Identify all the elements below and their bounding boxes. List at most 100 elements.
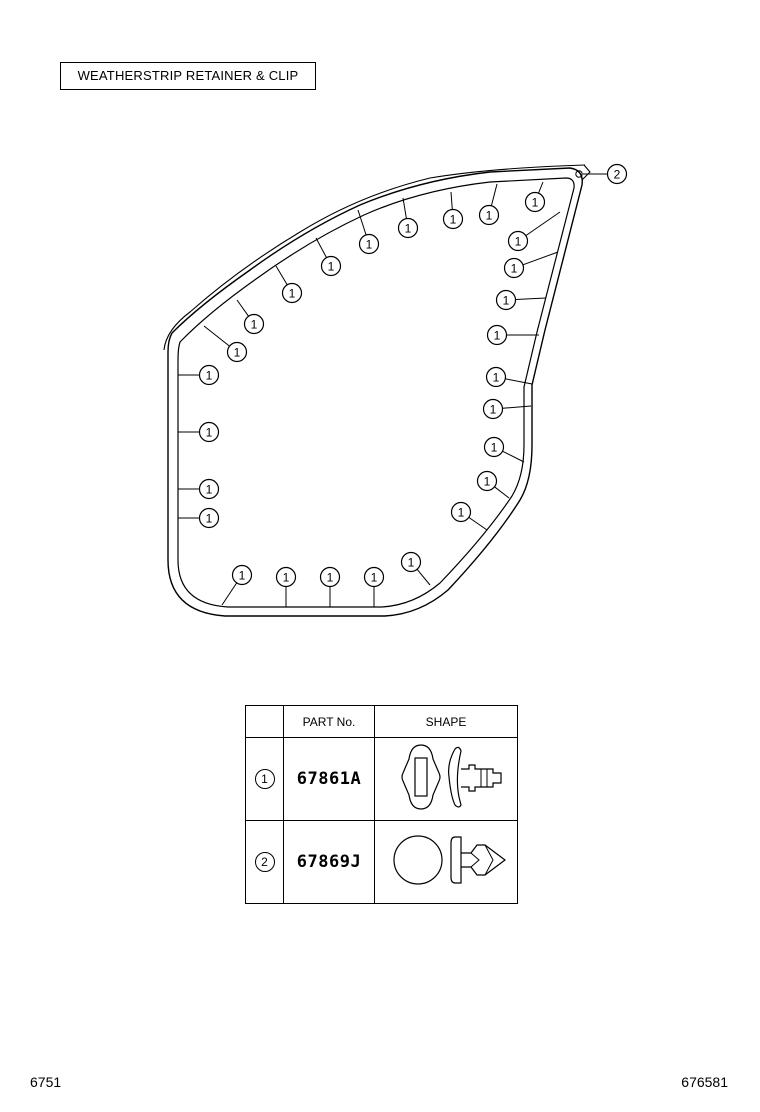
callout-circle (198, 507, 220, 529)
callout-number: 1 (490, 403, 497, 417)
callout-number: 1 (532, 196, 539, 210)
clip-leader-line (203, 325, 230, 347)
callout-number: 1 (405, 222, 412, 236)
callout-number: 1 (493, 371, 500, 385)
clip-callout: 1 (198, 478, 220, 500)
clip-callout: 1 (243, 313, 265, 335)
clip-leader-line (502, 405, 532, 409)
callout-number: 1 (503, 294, 510, 308)
clip-callout: 1 (198, 507, 220, 529)
callout-circle (606, 163, 628, 185)
callout-circle (275, 566, 297, 588)
part-number: 67869J (296, 852, 362, 872)
callout-circle (450, 501, 472, 523)
clip-callout: 1 (226, 341, 248, 363)
callout-circle (319, 566, 341, 588)
row-ref-cell: 1 (245, 737, 284, 821)
callout-circle (198, 478, 220, 500)
clip-callout: 1 (482, 398, 504, 420)
callout-number: 1 (491, 441, 498, 455)
clip-callout: 1 (450, 501, 472, 523)
callout-circle (320, 255, 342, 277)
clip-leader-line (468, 516, 488, 531)
clip-callout: 1 (358, 233, 380, 255)
clip-callout: 1 (503, 257, 525, 279)
callout-circle (198, 421, 220, 443)
footer-left-code: 6751 (30, 1074, 62, 1090)
callout-number: 1 (206, 483, 213, 497)
clip-leader-line (505, 378, 533, 385)
shape-cell (374, 737, 518, 821)
clip-callout: 1 (478, 204, 500, 226)
callout-number: 2 (614, 168, 621, 182)
callout-number: 1 (251, 318, 258, 332)
callout-circle (281, 282, 303, 304)
callout-circle (507, 230, 529, 252)
shape-cell (374, 820, 518, 904)
callout-circle (243, 313, 265, 335)
clip-leader-line (236, 299, 249, 317)
clip-leader-line (315, 237, 327, 258)
clip-callout: 1 (319, 566, 341, 588)
callout-number: 1 (206, 369, 213, 383)
clip-callout: 1 (363, 566, 385, 588)
retainer-callout: 2 (606, 163, 628, 185)
part-number-cell: 67861A (283, 737, 375, 821)
clip-callout: 1 (231, 564, 253, 586)
clip-leader-line (416, 568, 431, 586)
clip-leader-line (357, 209, 367, 236)
callout-circle (476, 470, 498, 492)
callout-number: 1 (371, 571, 378, 585)
ref-number-1: 1 (254, 769, 275, 789)
callout-circle (483, 436, 505, 458)
clip-callout: 1 (495, 289, 517, 311)
callout-number: 1 (494, 329, 501, 343)
clip-callout: 1 (486, 324, 508, 346)
part-number: 67861A (296, 769, 362, 789)
clip-leader-line (522, 251, 559, 266)
callout-number: 1 (289, 287, 296, 301)
callout-number: 1 (239, 569, 246, 583)
top-flange (163, 164, 586, 351)
diagram-title: WEATHERSTRIP RETAINER & CLIP (60, 62, 316, 90)
header-shape: SHAPE (374, 705, 518, 738)
clip-callout: 1 (524, 191, 546, 213)
callout-number: 1 (283, 571, 290, 585)
clip-leader-line (402, 197, 407, 219)
callout-number: 1 (366, 238, 373, 252)
clip-callout: 1 (507, 230, 529, 252)
header-part-no: PART No. (283, 705, 375, 738)
callout-number: 1 (458, 506, 465, 520)
callout-number: 1 (328, 260, 335, 274)
callout-circle (358, 233, 380, 255)
clip-leader-line (490, 183, 498, 206)
weatherstrip-outline-inner (177, 177, 575, 608)
weatherstrip-clip-icon (401, 743, 502, 810)
clip-leader-line (275, 265, 288, 286)
retainer-mount-hole (575, 170, 583, 178)
callout-circle (226, 341, 248, 363)
callout-circle (485, 366, 507, 388)
callout-circle (495, 289, 517, 311)
callout-number: 1 (206, 426, 213, 440)
table-row: 1 67861A (245, 737, 518, 821)
callout-circle (442, 208, 464, 230)
callout-number: 1 (511, 262, 518, 276)
callout-circle (478, 204, 500, 226)
push-retainer-icon (393, 834, 506, 885)
clip-leader-line (502, 450, 525, 463)
callout-number: 1 (486, 209, 493, 223)
callout-number: 1 (484, 475, 491, 489)
callout-number: 1 (327, 571, 334, 585)
callout-circle (524, 191, 546, 213)
callout-number: 1 (206, 512, 213, 526)
clip-callout: 1 (275, 566, 297, 588)
clip-callout: 1 (483, 436, 505, 458)
table-row: 2 67869J (245, 820, 518, 904)
callout-circle (198, 364, 220, 386)
clip-callout: 1 (397, 217, 419, 239)
callout-circle (482, 398, 504, 420)
header-index (245, 705, 284, 738)
clip-callout: 1 (442, 208, 464, 230)
callout-number: 1 (408, 556, 415, 570)
